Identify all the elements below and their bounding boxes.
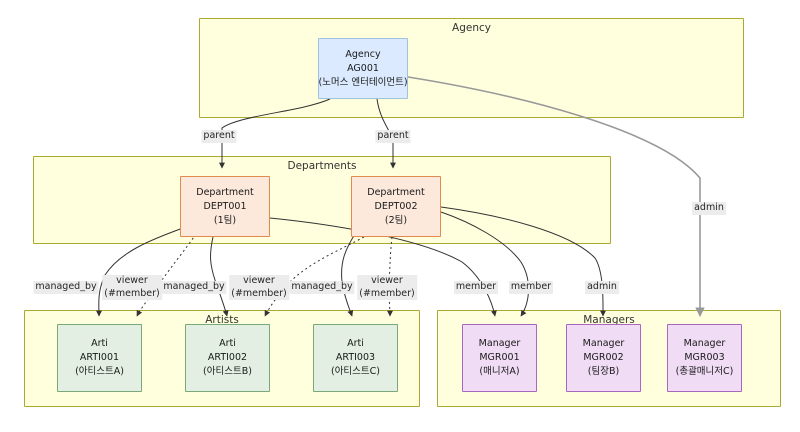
cluster-agency: [199, 18, 744, 118]
cluster-departments: [33, 156, 611, 244]
node-code: AG001: [347, 62, 379, 74]
node-name: (총괄매니저C): [675, 366, 734, 377]
edge-managed-by-arti002: [210, 236, 229, 317]
edge-label-e11: member: [508, 281, 554, 294]
node-artist-arti001[interactable]: Arti ARTI001 (아티스트A): [57, 324, 142, 392]
edge-label-e8: managed_by: [289, 281, 355, 294]
edge-label-line: managed_by: [35, 281, 97, 292]
node-name: (팀장B): [587, 366, 620, 377]
cluster-label-artists: Artists: [205, 314, 239, 326]
edge-label-line: (#member): [359, 287, 415, 299]
edge-label-line: (#member): [104, 287, 160, 299]
node-manager-mgr003[interactable]: Manager MGR003 (총괄매니저C): [667, 324, 742, 392]
edge-label-e3: admin: [692, 202, 726, 215]
cluster-label-managers: Managers: [583, 314, 635, 326]
edge-member-dept001-mgr001: [269, 217, 497, 317]
node-code: DEPT002: [374, 200, 418, 212]
node-type-label: Agency: [345, 48, 381, 60]
edge-label-e9: viewer(#member): [357, 275, 417, 300]
node-agency-ag001[interactable]: Agency AG001 (노머스 엔터테이먼트): [318, 38, 408, 99]
node-code: ARTI003: [335, 352, 376, 363]
edge-label-line: viewer: [116, 275, 148, 286]
node-type-label: Department: [196, 186, 254, 198]
node-type-label: Arti: [219, 338, 236, 349]
node-manager-mgr002[interactable]: Manager MGR002 (팀장B): [566, 324, 641, 392]
edge-label-line: parent: [203, 130, 235, 141]
node-type-label: Arti: [347, 338, 364, 349]
node-artist-arti003[interactable]: Arti ARTI003 (아티스트C): [313, 324, 398, 392]
edge-label-e10: member: [453, 281, 499, 294]
cluster-label-agency: Agency: [452, 22, 491, 34]
node-type-label: Manager: [683, 338, 726, 349]
node-type-label: Manager: [478, 338, 521, 349]
node-name: (아티스트A): [75, 366, 124, 377]
edge-label-line: admin: [694, 202, 724, 213]
node-name: (아티스트B): [203, 366, 252, 377]
edge-managed-by-arti001: [95, 227, 184, 317]
edge-managed-by-arti003: [341, 233, 356, 317]
node-code: ARTI002: [207, 352, 248, 363]
edge-label-e12: admin: [585, 281, 619, 294]
edge-label-e4: managed_by: [33, 281, 99, 294]
edge-label-e7: viewer(#member): [229, 275, 289, 300]
edge-label-line: admin: [587, 281, 617, 292]
edge-member-dept002-mgr001: [440, 211, 529, 317]
node-name: (노머스 엔터테이먼트): [318, 76, 408, 88]
edge-label-e2: parent: [375, 130, 411, 143]
edge-label-line: (#member): [231, 287, 287, 299]
node-type-label: Manager: [582, 338, 625, 349]
edge-label-line: managed_by: [291, 281, 353, 292]
edge-label-e1: parent: [201, 130, 237, 143]
node-manager-mgr001[interactable]: Manager MGR001 (매니저A): [462, 324, 537, 392]
cluster-label-departments: Departments: [287, 160, 357, 172]
edge-label-line: viewer: [371, 275, 403, 286]
node-code: ARTI001: [79, 352, 120, 363]
edge-label-line: parent: [377, 130, 409, 141]
node-code: MGR003: [684, 352, 725, 363]
node-name: (매니저A): [479, 366, 520, 377]
node-department-dept002[interactable]: Department DEPT002 (2팀): [351, 176, 441, 237]
edge-label-line: managed_by: [163, 281, 225, 292]
edge-label-e6: managed_by: [161, 281, 227, 294]
edge-label-e5: viewer(#member): [102, 275, 162, 300]
edge-label-line: viewer: [243, 275, 275, 286]
node-type-label: Arti: [91, 338, 108, 349]
edge-admin-dept002-mgr002: [440, 206, 607, 317]
edge-parent-dept001: [219, 98, 331, 169]
node-code: MGR001: [479, 352, 520, 363]
node-code: DEPT001: [203, 200, 247, 212]
node-name: (1팀): [213, 214, 237, 226]
edge-label-line: member: [510, 281, 552, 292]
node-department-dept001[interactable]: Department DEPT001 (1팀): [180, 176, 270, 237]
edge-admin-mgr003: [407, 76, 705, 317]
node-name: (아티스트C): [330, 366, 380, 377]
node-artist-arti002[interactable]: Arti ARTI002 (아티스트B): [185, 324, 270, 392]
edge-label-line: member: [455, 281, 497, 292]
node-code: MGR002: [583, 352, 624, 363]
node-name: (2팀): [384, 214, 408, 226]
node-type-label: Department: [367, 186, 425, 198]
